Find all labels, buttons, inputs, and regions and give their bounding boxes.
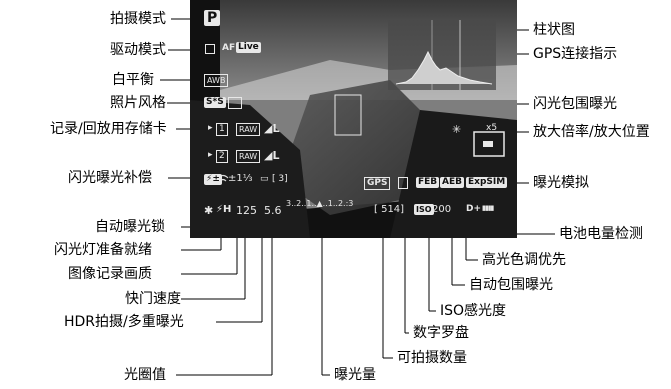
label-white-balance: 白平衡	[112, 72, 154, 88]
label-picture-style: 照片风格	[110, 95, 166, 111]
shots-remaining: [ 514]	[374, 204, 405, 215]
multi-exposure-icon: ▭	[260, 174, 269, 184]
digital-compass-icon	[398, 177, 408, 189]
card2-raw: RAW	[236, 150, 261, 163]
live-mode-badge: Live	[236, 42, 261, 53]
label-highlight-priority: 高光色调优先	[482, 252, 566, 268]
magnify-frame-icon: ✳	[452, 123, 462, 136]
label-aeb: 自动包围曝光	[469, 277, 553, 293]
label-digital-compass: 数字罗盘	[413, 325, 469, 341]
label-magnification: 放大倍率/放大位置	[533, 124, 650, 140]
exposure-simulation-badge: ExpSIM	[466, 177, 508, 188]
flash-compensation-value: ±1⅓	[228, 173, 253, 184]
aperture-value: 5.6	[264, 204, 282, 217]
label-iso: ISO感光度	[440, 303, 507, 319]
highlight-tone-priority-indicator: D+	[466, 204, 482, 214]
battery-icon: ▮▮▮▮	[482, 204, 494, 212]
camera-lcd-screen: P AF Live AWB S*S ▸ 1 RAW ◢L ▸ 2 RAW ◢L …	[190, 0, 517, 238]
label-exposure-simulation: 曝光模拟	[533, 175, 589, 191]
aeb-indicator: AEB	[440, 177, 464, 188]
white-balance-indicator: AWB	[204, 74, 229, 87]
flash-ready-icon: ⚡H	[216, 204, 232, 215]
label-shots-remaining: 可拍摄数量	[397, 350, 467, 366]
bracket-count: [ 3]	[272, 174, 288, 184]
magnification-value: x5	[486, 123, 498, 133]
card1-raw: RAW	[236, 123, 261, 136]
label-exposure-level: 曝光量	[334, 367, 376, 383]
label-shooting-mode: 拍摄模式	[110, 11, 166, 27]
label-hdr-multi-exposure: HDR拍摄/多重曝光	[64, 314, 184, 330]
card2-indicator: 2	[216, 150, 228, 163]
label-flash-bracketing: 闪光包围曝光	[533, 96, 617, 112]
portrait-style-icon	[228, 97, 242, 109]
landscape-photo	[190, 0, 517, 238]
label-memory-card: 记录/回放用存储卡	[50, 121, 167, 137]
card1-arrow-icon: ▸	[208, 123, 213, 133]
label-gps-connection: GPS连接指示	[533, 46, 618, 62]
label-shutter-speed: 快门速度	[125, 291, 181, 307]
exposure-level-scale: 3..2..1..▲..1..2.:3	[286, 199, 354, 208]
ae-lock-icon: ✱	[204, 204, 214, 217]
label-histogram: 柱状图	[533, 22, 575, 38]
card2-arrow-icon: ▸	[208, 150, 213, 160]
feb-indicator: FEB	[416, 177, 440, 188]
picture-style-indicator: S*S	[204, 97, 226, 108]
card1-indicator: 1	[216, 123, 228, 136]
label-drive-mode: 驱动模式	[110, 42, 166, 58]
iso-value: 200	[432, 204, 452, 215]
card2-quality: ◢L	[264, 149, 280, 162]
label-flash-ready: 闪光灯准备就绪	[54, 242, 152, 258]
shooting-mode-indicator: P	[204, 10, 221, 26]
flash-exposure-compensation-icon: ⚡±	[204, 174, 222, 185]
card1-quality: ◢L	[264, 122, 280, 135]
shutter-speed-value: 125	[236, 204, 257, 217]
gps-connection-badge: GPS	[364, 177, 391, 190]
drive-mode-icon	[205, 44, 215, 54]
label-ae-lock: 自动曝光锁	[95, 219, 165, 235]
iso-label: ISO	[414, 204, 434, 215]
label-image-quality: 图像记录画质	[68, 266, 152, 282]
label-battery-check: 电池电量检测	[559, 226, 643, 242]
af-label: AF	[222, 43, 236, 53]
label-aperture: 光圈值	[124, 367, 166, 383]
label-flash-exposure-comp: 闪光曝光补偿	[68, 170, 152, 186]
